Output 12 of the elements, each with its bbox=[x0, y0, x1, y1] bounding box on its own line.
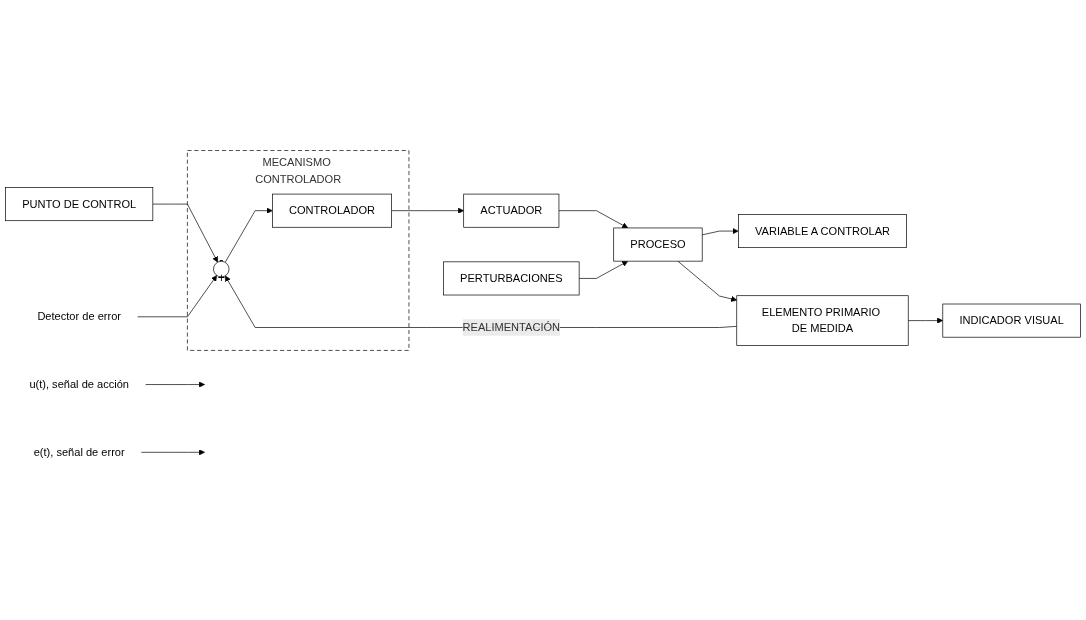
node-box: CONTROLADOR bbox=[272, 194, 392, 228]
node-text: e(t), señal de error bbox=[33, 446, 125, 459]
node-box: ELEMENTO PRIMARIO DE MEDIDA bbox=[736, 295, 909, 347]
node-box: PROCESO bbox=[613, 227, 703, 262]
node-box: PUNTO DE CONTROL bbox=[5, 187, 154, 222]
node-text: Detector de error bbox=[37, 310, 121, 323]
node-box: INDICADOR VISUAL bbox=[942, 303, 1081, 338]
node-box: VARIABLE A CONTROLAR bbox=[738, 214, 907, 249]
node-box: PERTURBACIONES bbox=[443, 261, 580, 296]
node-text: u(t), señal de acción bbox=[29, 378, 129, 391]
node-box: ACTUADOR bbox=[463, 194, 560, 228]
edge-label: REALIMENTACIÓN bbox=[462, 321, 561, 334]
